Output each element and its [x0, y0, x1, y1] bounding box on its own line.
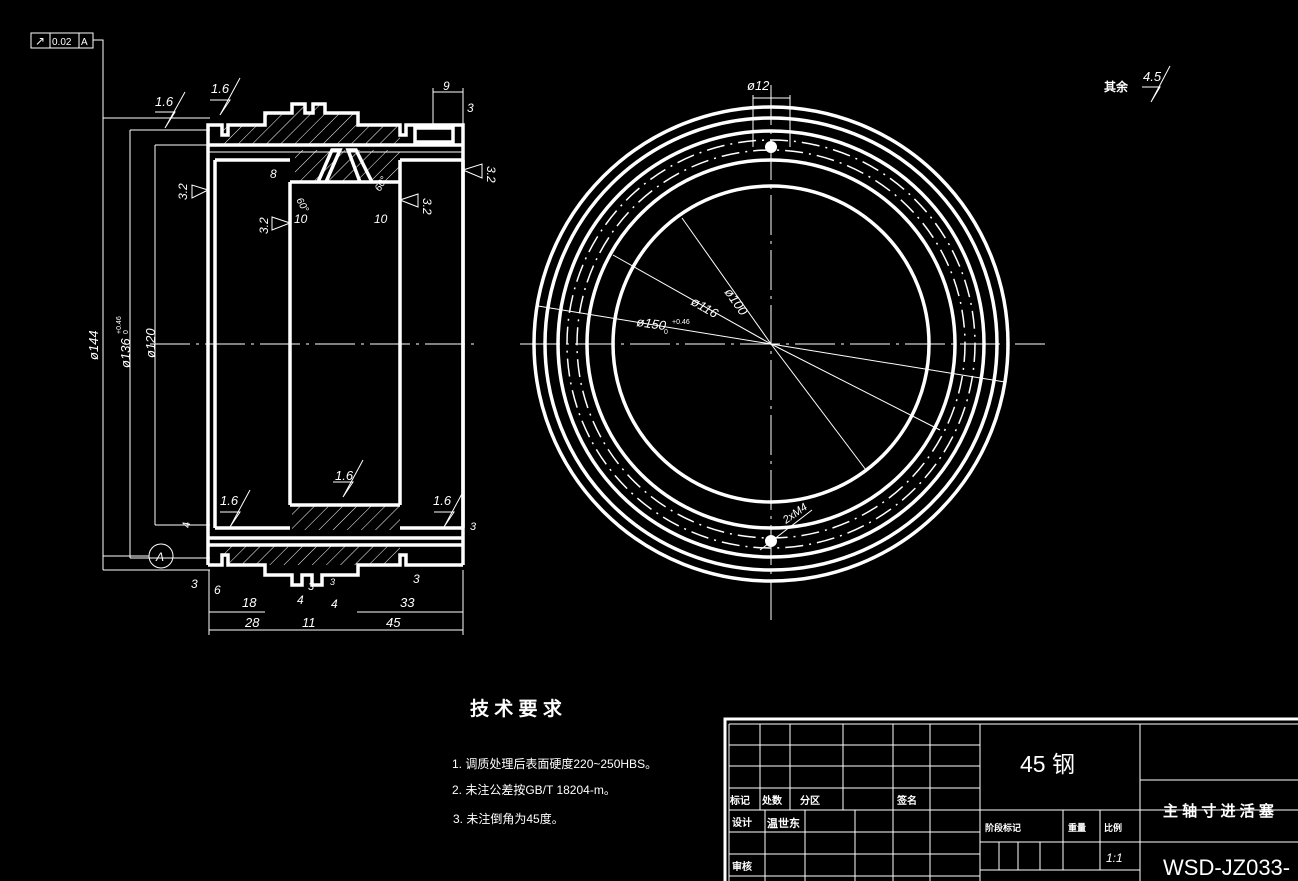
label-zone: 分区: [800, 794, 820, 807]
dimension-label: 33: [400, 595, 415, 610]
dimension-label: 8: [270, 167, 277, 181]
tolerance-datum: A: [81, 37, 88, 48]
roughness-label: 3.2: [176, 183, 190, 200]
label-count: 处数: [761, 794, 783, 807]
roughness-label: 1.6: [155, 94, 174, 109]
drawing-number: WSD-JZ033-: [1163, 855, 1290, 880]
roughness-label: 3.2: [484, 166, 498, 183]
tolerance-lower: 0: [123, 330, 130, 334]
hole-diameter-label: ø12: [747, 78, 770, 93]
roughness-label: 1.6: [220, 493, 239, 508]
part-name: 主 轴 寸 进 活 塞: [1163, 802, 1275, 820]
dimension-label: 10: [374, 212, 388, 226]
other-roughness-value: 4.5: [1143, 69, 1162, 84]
tech-req-item: 1. 调质处理后表面硬度220~250HBS。: [452, 756, 657, 771]
runout-icon: ↗: [35, 34, 45, 48]
dimension-label: 6: [214, 583, 221, 597]
label-review: 审核: [732, 860, 752, 873]
tolerance-value: 0.02: [52, 37, 72, 48]
dimension-label: 4: [331, 597, 338, 611]
technical-requirements: 技 术 要 求 1. 调质处理后表面硬度220~250HBS。 2. 未注公差按…: [452, 697, 657, 826]
tech-req-title: 技 术 要 求: [470, 697, 563, 720]
dimension-label: 3: [191, 577, 198, 591]
diameter-label: ø136: [118, 338, 133, 368]
dimension-label: 9: [443, 79, 450, 93]
tolerance-upper: +0.46: [116, 316, 123, 334]
dimension-label: 10: [294, 212, 308, 226]
dimension-label: 3: [308, 581, 315, 593]
tolerance-lower: 0: [664, 329, 668, 336]
title-block: 标记 处数 分区 签名 设计 温世东 审核 阶段标记 重量 比例 1:1 45 …: [723, 717, 1298, 881]
end-view: ø12 ø100 ø116 ø150 +0.46 0 2xM4: [520, 78, 1045, 625]
roughness-label: 1.6: [335, 468, 354, 483]
geometric-tolerance-frame: ↗ 0.02 A: [30, 32, 104, 570]
dimension-label: 4: [297, 593, 304, 607]
diameter-label: ø100: [722, 285, 752, 319]
label-stage: 阶段标记: [985, 822, 1021, 833]
diameter-label: ø144: [86, 330, 101, 360]
dimension-label: 28: [244, 615, 260, 630]
scale-value: 1:1: [1106, 851, 1123, 865]
other-roughness-label: 其余: [1104, 79, 1129, 94]
dimension-label: 3: [470, 521, 477, 533]
label-design: 设计: [732, 816, 752, 829]
roughness-label: 1.6: [211, 81, 230, 96]
oil-hole: [765, 141, 777, 153]
tolerance-upper: +0.46: [672, 319, 690, 326]
label-mark: 标记: [729, 794, 750, 807]
diameter-label: ø116: [689, 294, 722, 322]
label-signature: 签名: [896, 794, 917, 807]
dimension-label: 11: [302, 615, 316, 630]
dimension-label: 3: [330, 577, 335, 587]
roughness-label: 3.2: [420, 198, 434, 215]
tech-req-item: 2. 未注公差按GB/T 18204-m。: [452, 782, 616, 797]
diameter-label: ø120: [143, 328, 158, 358]
dimension-label: 3: [413, 572, 420, 586]
roughness-label: 3.2: [257, 217, 271, 234]
tech-req-item: 3. 未注倒角为45度。: [453, 811, 564, 826]
roughness-label: 1.6: [433, 493, 452, 508]
label-weight: 重量: [1068, 822, 1086, 833]
dimension-label: 45: [386, 615, 401, 630]
dimension-label: 3: [467, 101, 474, 115]
dimension-label: 4: [181, 522, 193, 528]
label-scale: 比例: [1104, 822, 1122, 833]
diameter-label: ø150: [636, 314, 668, 333]
dimension-label: 18: [242, 595, 257, 610]
designer-name: 温世东: [767, 816, 800, 830]
datum-label: A: [155, 550, 164, 564]
section-view: 1.6 1.6 3.2 3.2 3.2 3.2 1.6 1.6 1.6 9 3 …: [86, 77, 498, 635]
material: 45 钢: [1020, 751, 1075, 777]
other-roughness: 其余 4.5: [1104, 65, 1171, 103]
